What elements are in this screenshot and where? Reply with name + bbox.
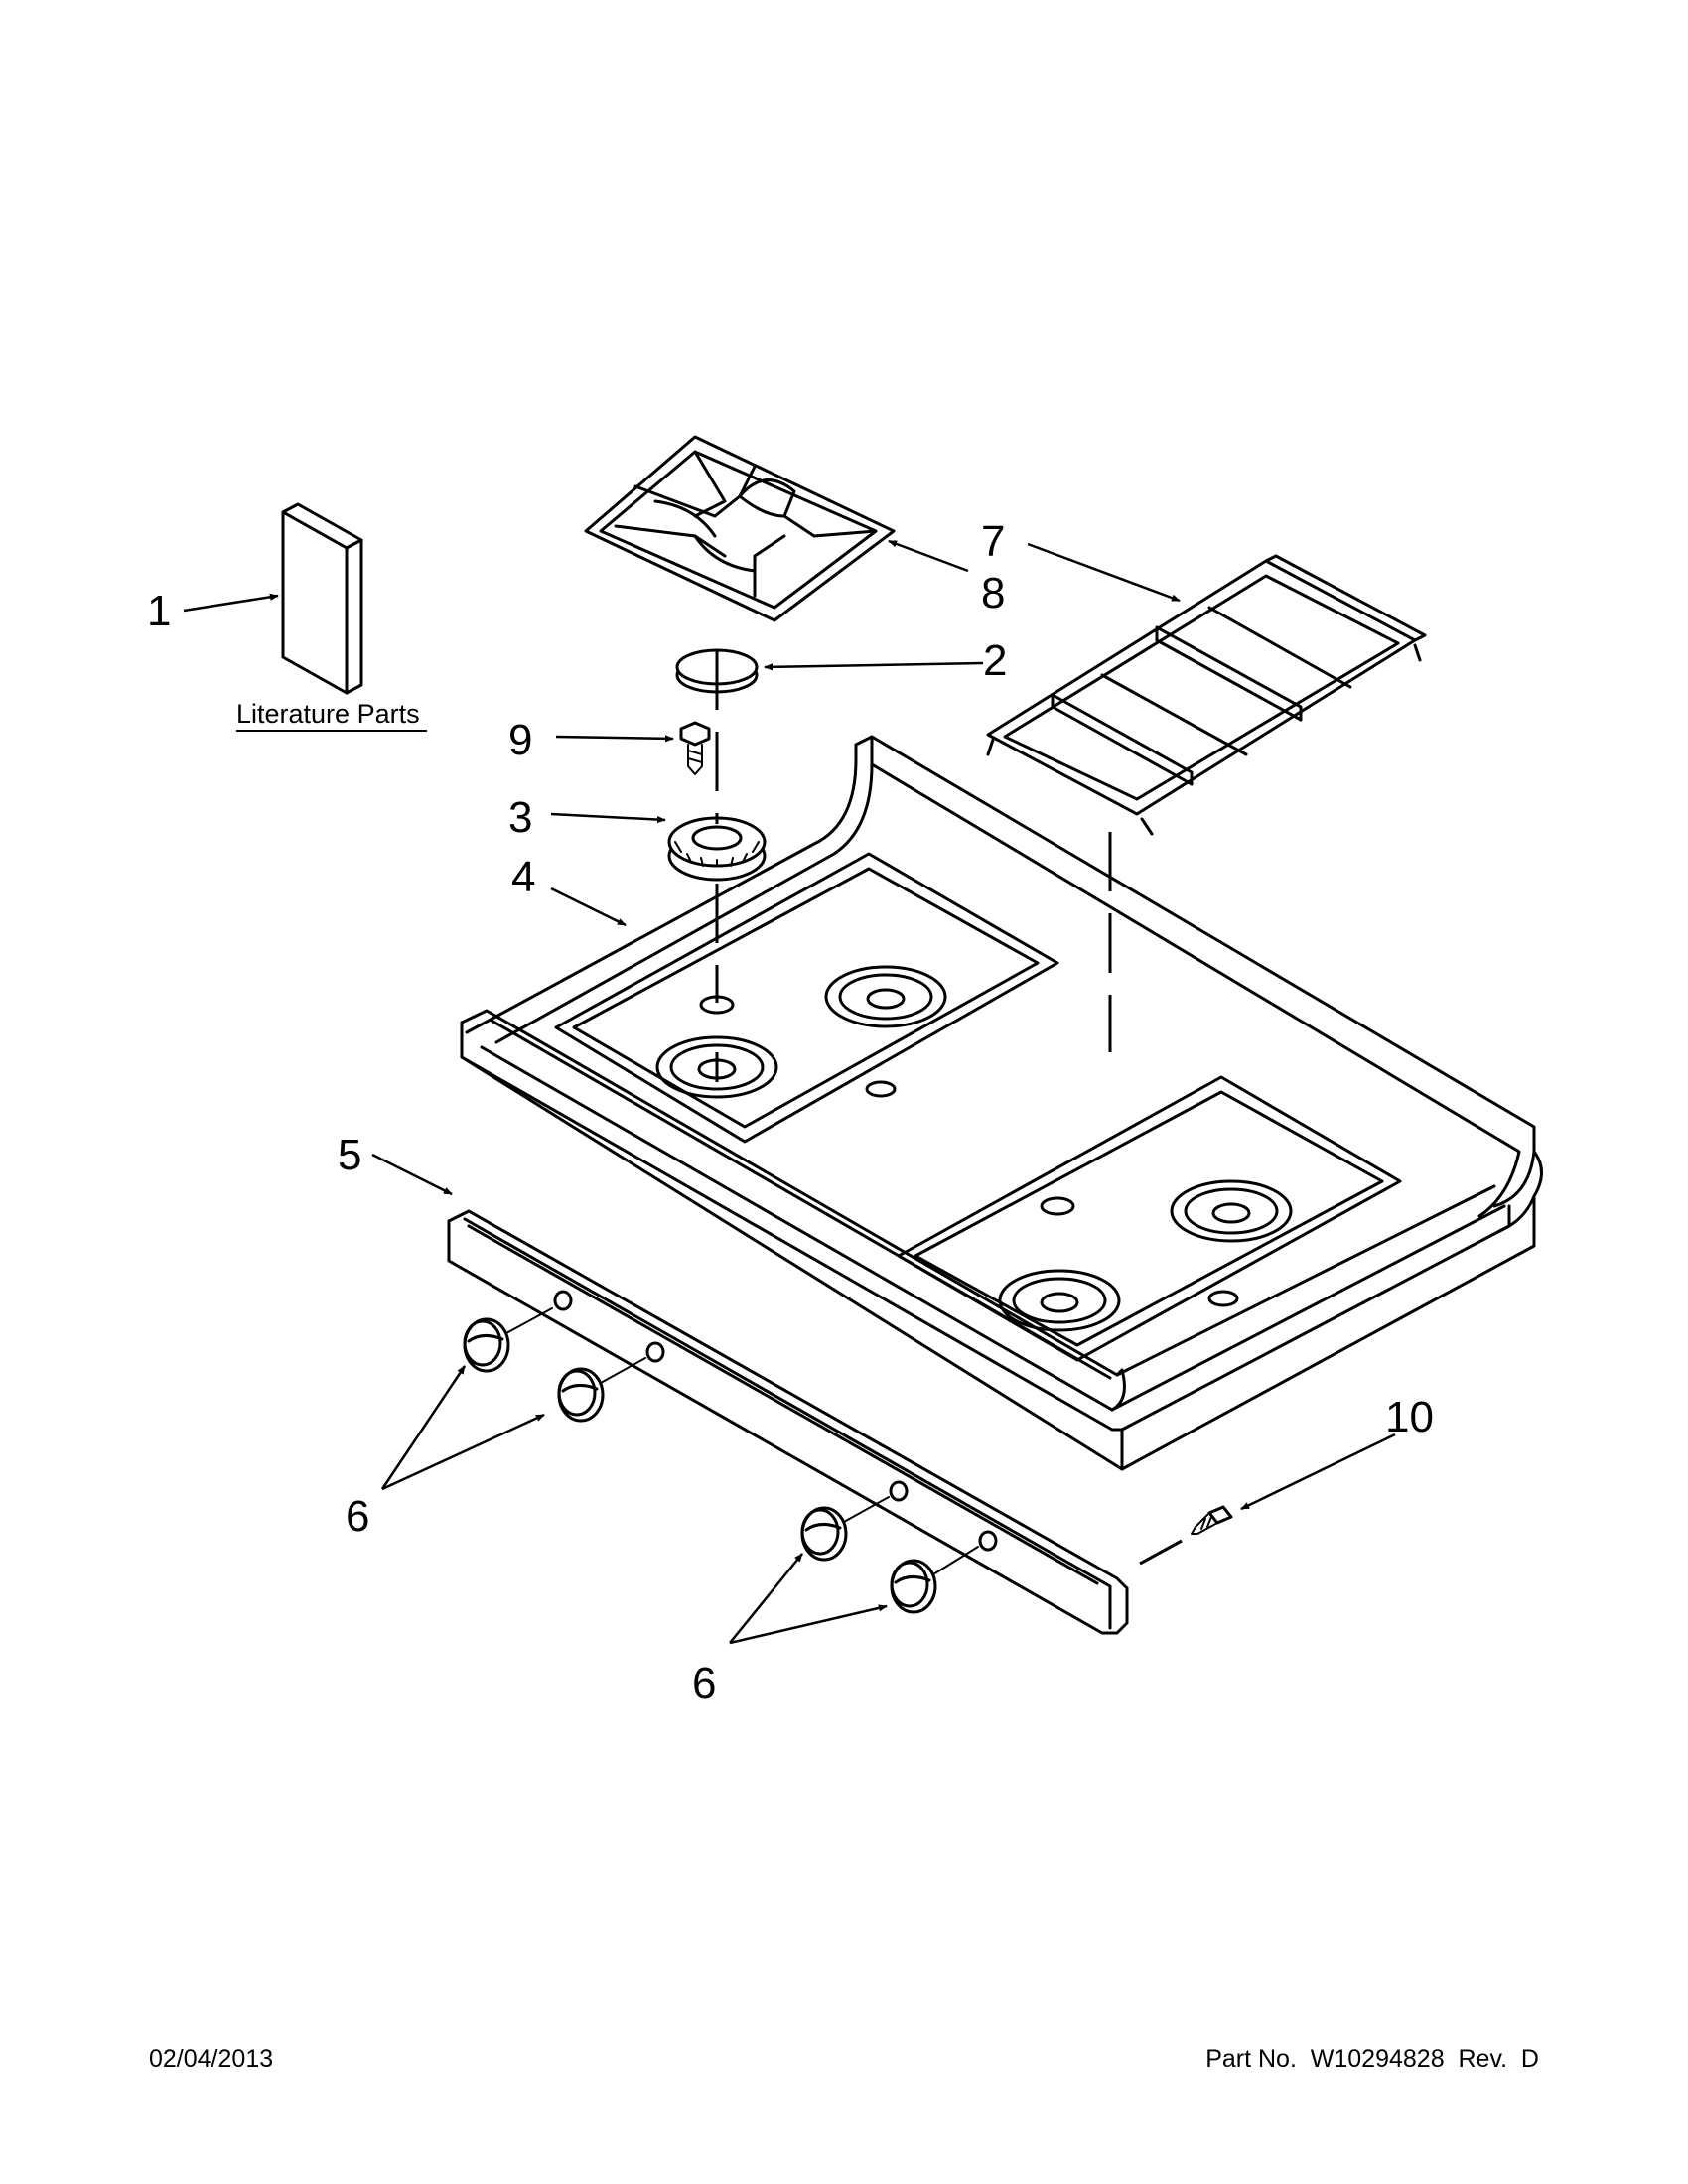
burner-grate — [584, 435, 896, 622]
manifold-panel — [447, 1209, 1129, 1635]
leader-10 — [1240, 1433, 1396, 1511]
leader-8 — [888, 539, 969, 573]
footer-date: 02/04/2013 — [149, 2045, 274, 2073]
callout-8: 8 — [981, 569, 1005, 617]
leader-6a-2 — [381, 1413, 545, 1491]
knob — [890, 1559, 937, 1614]
cooktop-main — [460, 735, 1543, 1471]
callout-10: 10 — [1385, 1393, 1434, 1441]
callout-7: 7 — [981, 517, 1005, 566]
leader-6a-1 — [380, 1365, 467, 1490]
trim-screw — [1191, 1505, 1233, 1535]
alignment-line-screw — [1139, 1539, 1183, 1566]
knob — [557, 1367, 605, 1423]
knob — [800, 1506, 848, 1562]
knob — [463, 1317, 510, 1373]
callout-4: 4 — [511, 853, 535, 901]
literature-booklet — [281, 502, 363, 695]
leader-2 — [764, 661, 984, 671]
callout-1: 1 — [147, 587, 171, 635]
continuous-grate — [986, 554, 1427, 836]
callout-9: 9 — [508, 716, 532, 764]
control-knobs — [463, 1307, 979, 1614]
screw — [679, 721, 711, 775]
callout-6a: 6 — [346, 1492, 369, 1541]
leader-4 — [550, 887, 627, 927]
leader-6b-2 — [729, 1604, 888, 1645]
leader-7 — [1027, 542, 1181, 603]
callout-5: 5 — [338, 1131, 361, 1179]
callout-2: 2 — [983, 636, 1007, 685]
leader-9 — [555, 735, 674, 743]
leader-5 — [371, 1153, 453, 1196]
literature-parts-label: Literature Parts — [236, 699, 420, 729]
leader-6b-1 — [729, 1553, 803, 1644]
callout-3: 3 — [508, 793, 532, 842]
leader-3 — [550, 812, 666, 824]
leader-1 — [183, 593, 279, 613]
footer-part-number: Part No. W10294828 Rev. D — [1205, 2045, 1539, 2073]
burner-base — [667, 816, 767, 882]
callout-6b: 6 — [692, 1659, 716, 1707]
